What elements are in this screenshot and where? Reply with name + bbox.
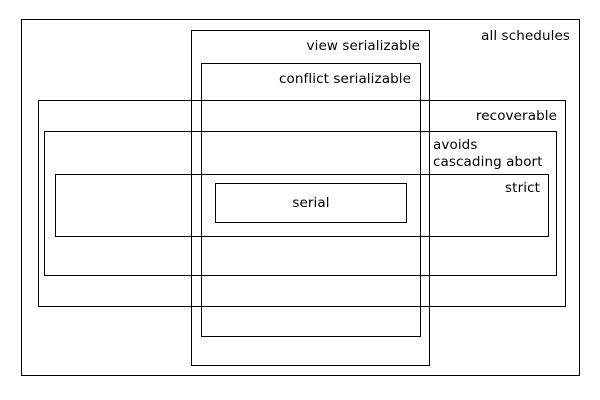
region-label-view-serializable: view serializable (306, 38, 420, 54)
region-label-recoverable: recoverable (475, 108, 557, 124)
region-label-all-schedules: all schedules (481, 28, 570, 44)
region-label-serial: serial (292, 195, 330, 211)
region-label-strict: strict (505, 180, 540, 196)
region-serial (215, 183, 407, 223)
region-strict (55, 174, 549, 237)
region-label-conflict-serializable: conflict serializable (279, 71, 411, 87)
region-label-avoids-cascading-abort: avoids cascading abort (433, 137, 543, 170)
region-view-serializable (191, 30, 430, 366)
region-all-schedules (21, 19, 580, 376)
region-conflict-serializable (201, 63, 421, 337)
region-recoverable (38, 100, 566, 307)
region-avoids-cascading-abort (44, 131, 557, 276)
